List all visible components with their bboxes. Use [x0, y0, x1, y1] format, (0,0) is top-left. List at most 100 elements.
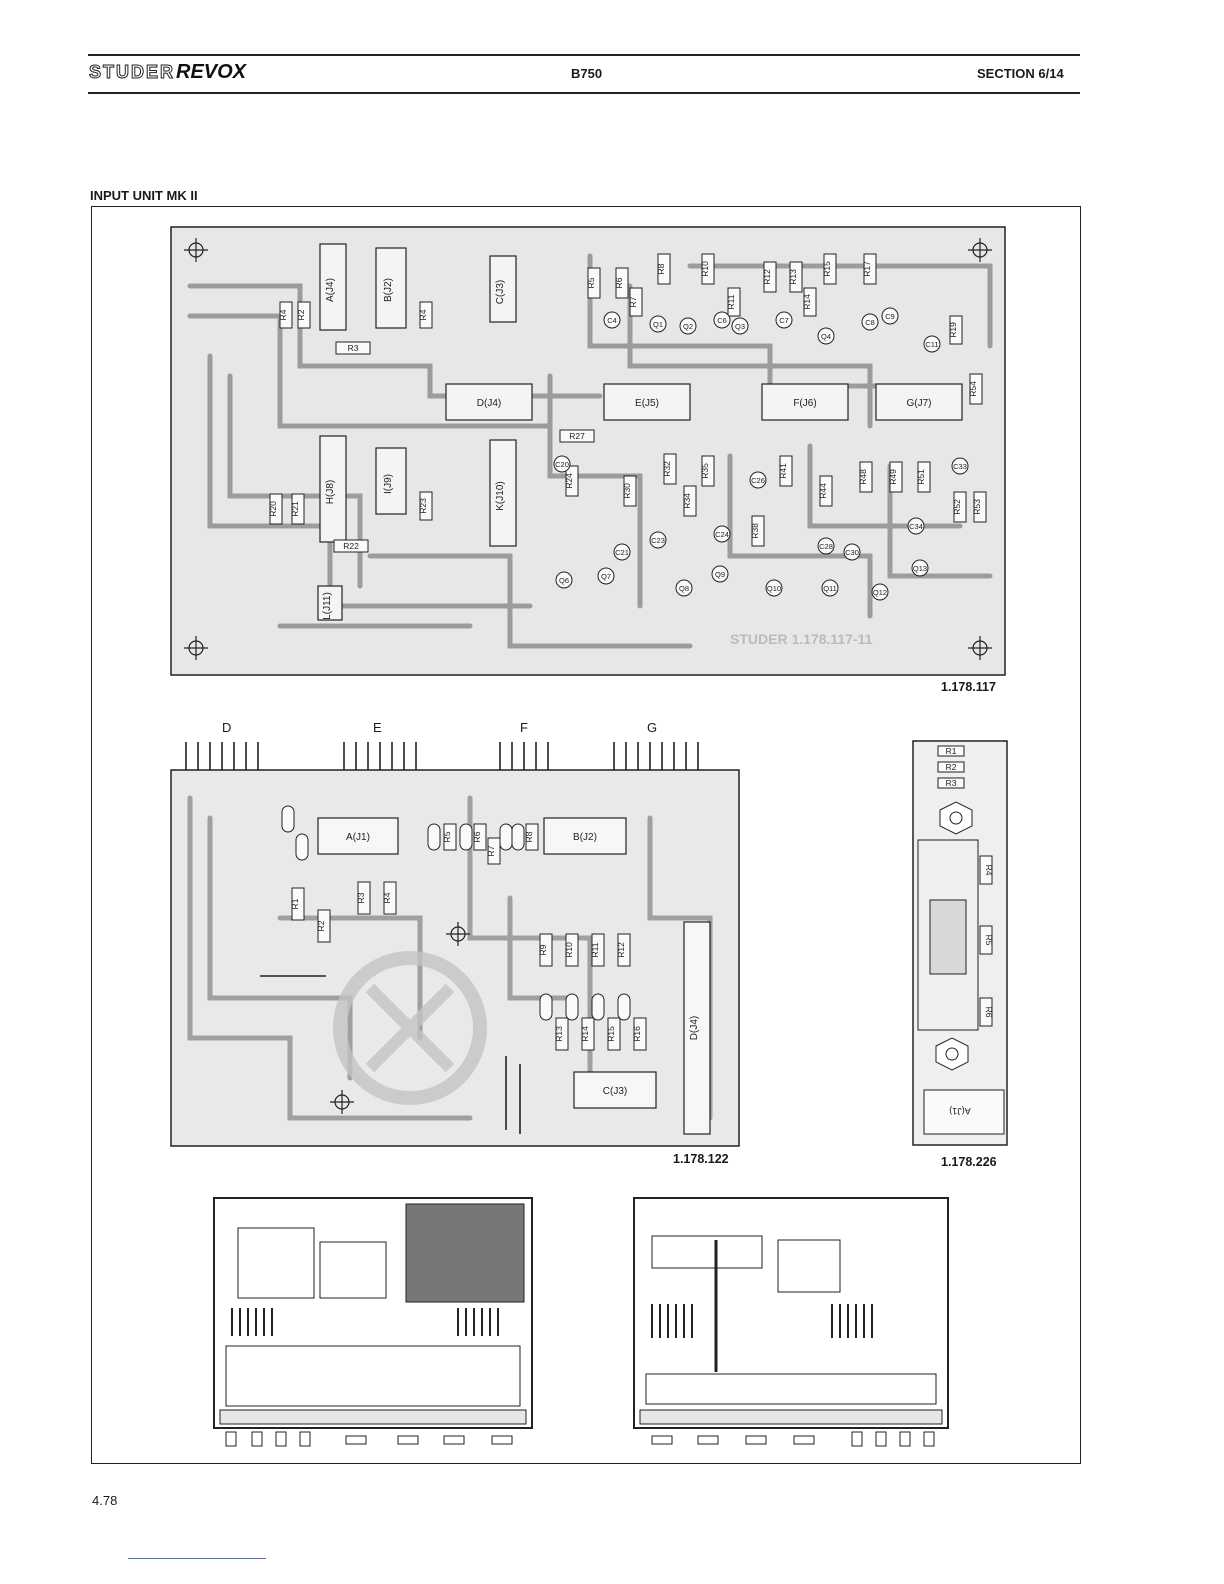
svg-text:R17: R17 [862, 261, 872, 277]
svg-text:B(J2): B(J2) [383, 278, 394, 302]
svg-text:R6: R6 [614, 277, 624, 288]
svg-text:R9: R9 [538, 944, 548, 955]
svg-text:G(J7): G(J7) [907, 398, 932, 409]
svg-text:C28: C28 [819, 542, 833, 551]
svg-text:E(J5): E(J5) [635, 398, 659, 409]
svg-text:R49: R49 [888, 469, 898, 485]
connector-letter-f: F [520, 720, 528, 735]
svg-text:R2: R2 [946, 762, 957, 772]
svg-text:C30: C30 [845, 548, 859, 557]
svg-text:R13: R13 [554, 1026, 564, 1042]
brand-studer-logo: STUDER [88, 62, 176, 83]
svg-text:R5: R5 [984, 935, 994, 946]
svg-text:R1: R1 [290, 898, 300, 909]
top-rule [88, 54, 1080, 56]
svg-text:R13: R13 [788, 269, 798, 285]
svg-text:R19: R19 [948, 322, 958, 338]
svg-text:C4: C4 [607, 316, 617, 325]
svg-text:C24: C24 [715, 530, 729, 539]
page-title: INPUT UNIT MK II [90, 188, 198, 203]
svg-text:B(J2): B(J2) [573, 832, 597, 843]
svg-text:R12: R12 [616, 942, 626, 958]
svg-text:R20: R20 [268, 501, 278, 517]
figure-frame [91, 206, 1081, 1464]
svg-text:R24: R24 [564, 473, 574, 489]
svg-text:H(J8): H(J8) [325, 480, 336, 504]
header-rule [88, 92, 1080, 94]
svg-text:R53: R53 [972, 499, 982, 515]
svg-text:R4: R4 [278, 309, 288, 320]
connector-letter-g: G [647, 720, 658, 735]
svg-text:Q1: Q1 [653, 320, 663, 329]
svg-text:C7: C7 [779, 316, 789, 325]
svg-text:R15: R15 [606, 1026, 616, 1042]
small-board-part-number: 1.178.226 [941, 1155, 997, 1169]
svg-text:R11: R11 [590, 942, 600, 957]
svg-text:A(J1): A(J1) [346, 832, 370, 843]
board-watermark-logo [333, 951, 487, 1105]
svg-text:Q4: Q4 [821, 332, 831, 341]
page-number: 4.78 [92, 1493, 118, 1508]
svg-text:Q2: Q2 [683, 322, 693, 331]
svg-text:R3: R3 [348, 343, 359, 353]
svg-text:D(J4): D(J4) [477, 398, 501, 409]
svg-text:R22: R22 [343, 541, 359, 551]
svg-text:L(J11): L(J11) [322, 592, 333, 620]
svg-text:C(J3): C(J3) [603, 1086, 627, 1097]
svg-text:R6: R6 [984, 1007, 994, 1018]
svg-text:C21: C21 [615, 548, 629, 557]
silkscreen-text: STUDER 1.178.117-11 [730, 631, 873, 647]
svg-text:R23: R23 [418, 498, 428, 514]
mounting-holes [184, 238, 992, 660]
svg-text:R7: R7 [628, 296, 638, 307]
svg-text:R6: R6 [472, 831, 482, 842]
brand-revox-logo: REVOX [176, 61, 247, 83]
svg-text:C26: C26 [751, 476, 765, 485]
chassis-view-right [633, 1197, 949, 1447]
svg-text:Q13: Q13 [913, 564, 927, 573]
svg-text:C6: C6 [717, 316, 727, 325]
svg-text:C23: C23 [651, 536, 665, 545]
svg-text:R48: R48 [858, 469, 868, 485]
svg-text:R52: R52 [952, 499, 962, 515]
svg-text:C9: C9 [885, 312, 895, 321]
svg-text:R5: R5 [442, 831, 452, 842]
svg-text:R27: R27 [569, 431, 585, 441]
svg-text:R12: R12 [762, 269, 772, 285]
svg-text:R4: R4 [984, 865, 994, 876]
main-board-part-number: 1.178.117 [941, 680, 996, 694]
svg-text:R16: R16 [632, 1026, 642, 1042]
svg-text:R51: R51 [916, 469, 926, 485]
svg-text:C(J3): C(J3) [495, 280, 506, 304]
svg-text:A(J1): A(J1) [949, 1106, 971, 1116]
svg-text:R4: R4 [382, 892, 392, 903]
connector-letter-e: E [373, 720, 382, 735]
svg-text:R3: R3 [356, 892, 366, 903]
svg-text:F(J6): F(J6) [793, 398, 816, 409]
svg-text:R4: R4 [418, 309, 428, 320]
svg-text:R2: R2 [296, 309, 306, 320]
svg-text:R32: R32 [662, 461, 672, 477]
svg-text:Q7: Q7 [601, 572, 611, 581]
svg-text:R30: R30 [622, 483, 632, 499]
connector-letter-d: D [222, 720, 232, 735]
sub-board-part-number: 1.178.122 [673, 1152, 729, 1166]
svg-text:K(J10): K(J10) [495, 481, 506, 510]
svg-text:R8: R8 [656, 263, 666, 274]
svg-text:C11: C11 [925, 340, 938, 349]
svg-text:A(J4): A(J4) [325, 278, 336, 302]
svg-text:C20: C20 [555, 460, 569, 469]
svg-text:R21: R21 [290, 501, 300, 517]
svg-text:R14: R14 [802, 294, 812, 310]
svg-text:R15: R15 [822, 261, 832, 277]
svg-text:R2: R2 [316, 920, 326, 931]
svg-text:R34: R34 [682, 493, 692, 509]
svg-text:R38: R38 [750, 523, 760, 539]
svg-text:Q8: Q8 [679, 584, 689, 593]
section-label: SECTION 6/14 [977, 66, 1064, 81]
svg-text:R10: R10 [564, 942, 574, 958]
svg-text:Q12: Q12 [873, 588, 887, 597]
svg-text:R54: R54 [968, 381, 978, 397]
svg-text:R5: R5 [586, 277, 596, 288]
svg-text:R1: R1 [946, 746, 957, 756]
